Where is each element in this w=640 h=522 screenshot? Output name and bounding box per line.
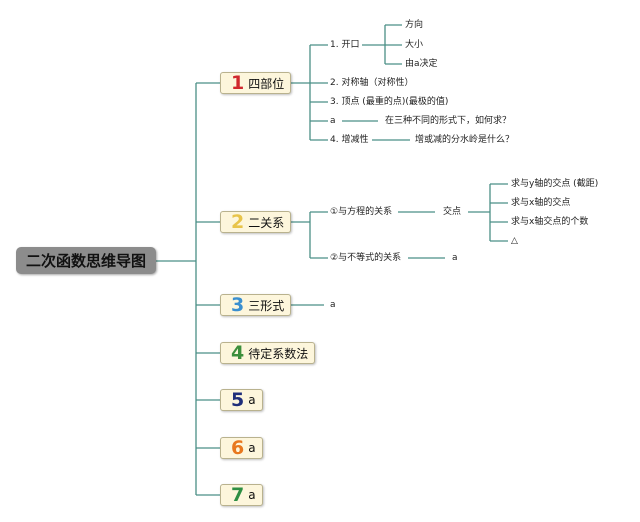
branch-label-1: 四部位 — [248, 76, 285, 91]
topic-turning-point-question[interactable]: 增或减的分水岭是什么？ — [415, 135, 515, 145]
branch-node-5[interactable]: 5 a — [220, 389, 263, 411]
branch-node-4[interactable]: 4 待定系数法 — [220, 341, 316, 364]
topic-monotonicity[interactable]: 4. 增减性 — [330, 135, 369, 145]
topic-discriminant[interactable]: △ — [511, 236, 518, 246]
topic-three-forms-question[interactable]: 在三种不同的形式下，如何求？ — [385, 116, 512, 126]
topic-vertex[interactable]: 3. 顶点 (最重的点)(最极的值) — [330, 97, 449, 107]
topic-axis-of-symmetry[interactable]: 2. 对称轴（对称性） — [330, 78, 414, 88]
branch-label-6: a — [248, 441, 256, 455]
topic-a[interactable]: a — [330, 116, 336, 126]
branch-node-2[interactable]: 2 二关系 — [220, 210, 292, 233]
topic-inequality-relation[interactable]: ②与不等式的关系 — [330, 253, 402, 263]
topic-inequality-a[interactable]: a — [452, 253, 458, 263]
branch-node-6[interactable]: 6 a — [220, 437, 263, 459]
topic-size[interactable]: 大小 — [405, 40, 424, 50]
branch-number-3: 3 — [231, 293, 245, 316]
topic-x-intersection[interactable]: 求与x轴的交点 — [511, 198, 571, 208]
branch-node-3[interactable]: 3 三形式 — [220, 293, 292, 316]
topic-opening[interactable]: 1. 开口 — [330, 40, 360, 50]
branch-number-1: 1 — [231, 71, 245, 94]
branch-number-5: 5 — [231, 388, 245, 411]
branch-label-3: 三形式 — [248, 298, 285, 313]
topic-x-intersection-count[interactable]: 求与x轴交点的个数 — [511, 217, 589, 227]
branch-label-7: a — [248, 488, 256, 502]
branch-number-6: 6 — [231, 436, 245, 459]
topic-direction[interactable]: 方向 — [405, 20, 424, 30]
topic-y-intercept[interactable]: 求与y轴的交点 (截距) — [511, 179, 599, 189]
branch-node-1[interactable]: 1 四部位 — [220, 71, 292, 94]
branch-label-5: a — [248, 393, 256, 407]
branch-number-7: 7 — [231, 483, 245, 506]
branch-number-4: 4 — [231, 341, 245, 364]
branch-node-7[interactable]: 7 a — [220, 484, 263, 506]
root-node[interactable]: 二次函数思维导图 — [16, 247, 156, 274]
branch-label-2: 二关系 — [248, 215, 285, 230]
branch-number-2: 2 — [231, 210, 245, 233]
topic-equation-relation[interactable]: ①与方程的关系 — [330, 207, 393, 217]
topic-intersection[interactable]: 交点 — [443, 207, 462, 217]
branch-label-4: 待定系数法 — [248, 346, 309, 361]
topic-forms-a[interactable]: a — [330, 300, 336, 310]
topic-determined-by-a[interactable]: 由a决定 — [405, 59, 438, 69]
